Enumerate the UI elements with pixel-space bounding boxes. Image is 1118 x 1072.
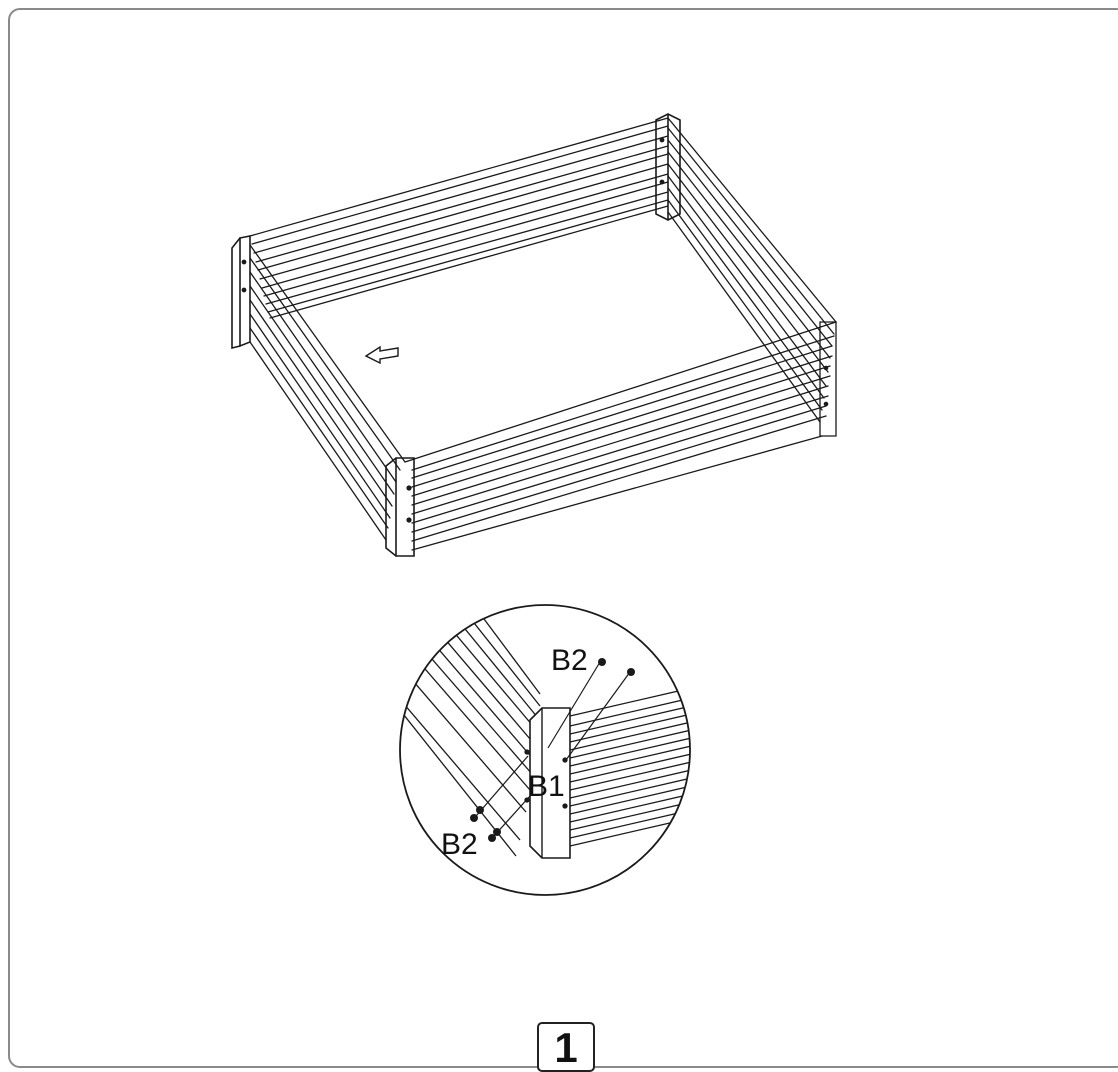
back-right-corner-post <box>655 113 681 221</box>
front-panel <box>404 321 837 551</box>
left-panel <box>249 244 406 541</box>
magnifier-circle <box>399 604 691 896</box>
label-b1: B1 <box>528 770 565 803</box>
label-b2-bottom: B2 <box>441 828 478 861</box>
bolt-icons <box>470 658 635 842</box>
arrow-left-icon <box>364 345 399 365</box>
raised-bed-drawing <box>231 113 837 557</box>
right-panel <box>667 117 837 437</box>
detail-magnifier: B2 B1 B2 <box>399 604 691 896</box>
step-number-badge: 1 <box>537 1022 595 1072</box>
back-left-corner-post <box>231 235 251 350</box>
label-b2-top: B2 <box>551 644 588 677</box>
instruction-panel <box>8 8 1118 1068</box>
front-corner-post <box>385 457 415 557</box>
back-panel <box>249 117 669 319</box>
